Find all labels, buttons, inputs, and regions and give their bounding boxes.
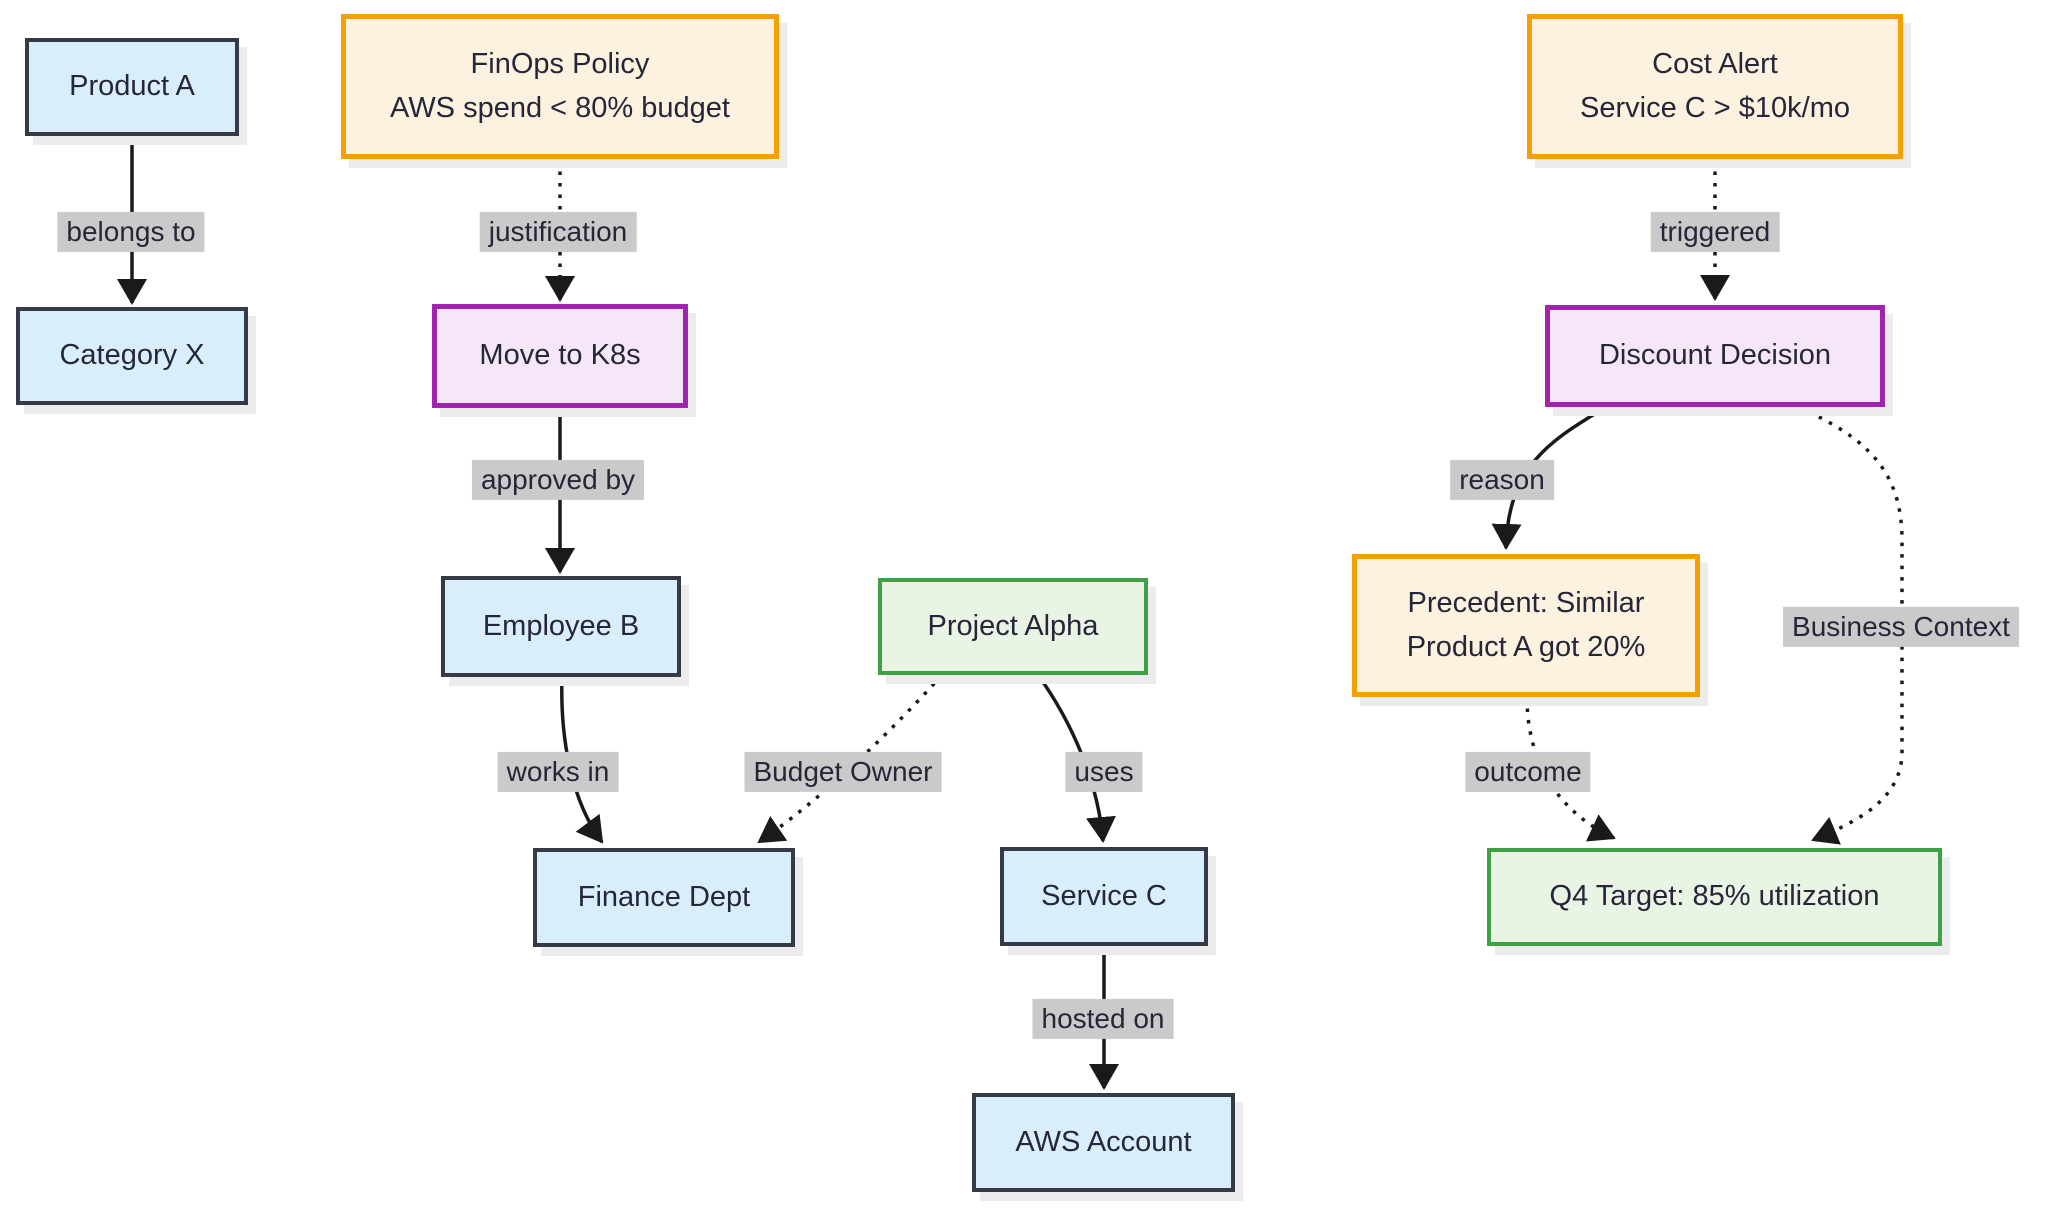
node-employee-b-label: Employee B [482,609,640,642]
edge-label-budget-owner: Budget Owner [744,751,942,793]
node-precedent-line1: Precedent: Similar [1407,587,1645,619]
edge-label-business-context: Business Context [1783,606,2019,648]
node-service-c: Service C [1000,847,1208,946]
node-product-a: Product A [25,38,239,136]
node-project-alpha-label: Project Alpha [927,609,1099,642]
edge-label-justification: justification [479,211,637,253]
edge-label-reason: reason [1450,459,1554,501]
node-precedent: Precedent: Similar Product A got 20% [1352,554,1700,697]
node-category-x: Category X [16,307,248,405]
node-project-alpha: Project Alpha [878,578,1148,675]
node-employee-b: Employee B [441,576,681,677]
node-cost-alert-line1: Cost Alert [1652,48,1778,80]
node-discount-decision-label: Discount Decision [1598,339,1832,372]
node-finance-dept-label: Finance Dept [577,880,751,913]
edge-label-approved-by: approved by [471,459,645,501]
node-cost-alert: Cost Alert Service C > $10k/mo [1527,14,1903,159]
edge-label-outcome: outcome [1465,751,1591,793]
node-cost-alert-line2: Service C > $10k/mo [1580,91,1850,124]
node-discount-decision: Discount Decision [1545,305,1885,407]
node-finops-policy-line2: AWS spend < 80% budget [390,91,730,124]
edge-label-triggered: triggered [1650,211,1780,253]
node-q4-target-label: Q4 Target: 85% utilization [1549,880,1880,913]
edge-label-belongs-to: belongs to [57,211,205,253]
edge-label-works-in: works in [497,751,619,793]
node-move-to-k8s-label: Move to K8s [479,339,641,372]
edge-label-hosted-on: hosted on [1032,998,1174,1040]
node-q4-target: Q4 Target: 85% utilization [1487,848,1942,946]
node-aws-account: AWS Account [972,1093,1235,1192]
node-precedent-line2: Product A got 20% [1406,630,1646,663]
node-aws-account-label: AWS Account [1015,1125,1192,1158]
node-finops-policy-line1: FinOps Policy [470,48,650,80]
edge-label-uses: uses [1065,751,1143,793]
node-finops-policy: FinOps Policy AWS spend < 80% budget [341,14,779,159]
node-product-a-label: Product A [69,70,195,103]
node-finance-dept: Finance Dept [533,848,795,947]
node-category-x-label: Category X [59,339,205,372]
node-move-to-k8s: Move to K8s [432,304,688,408]
edge-reason [1491,405,1607,550]
node-service-c-label: Service C [1041,879,1167,912]
